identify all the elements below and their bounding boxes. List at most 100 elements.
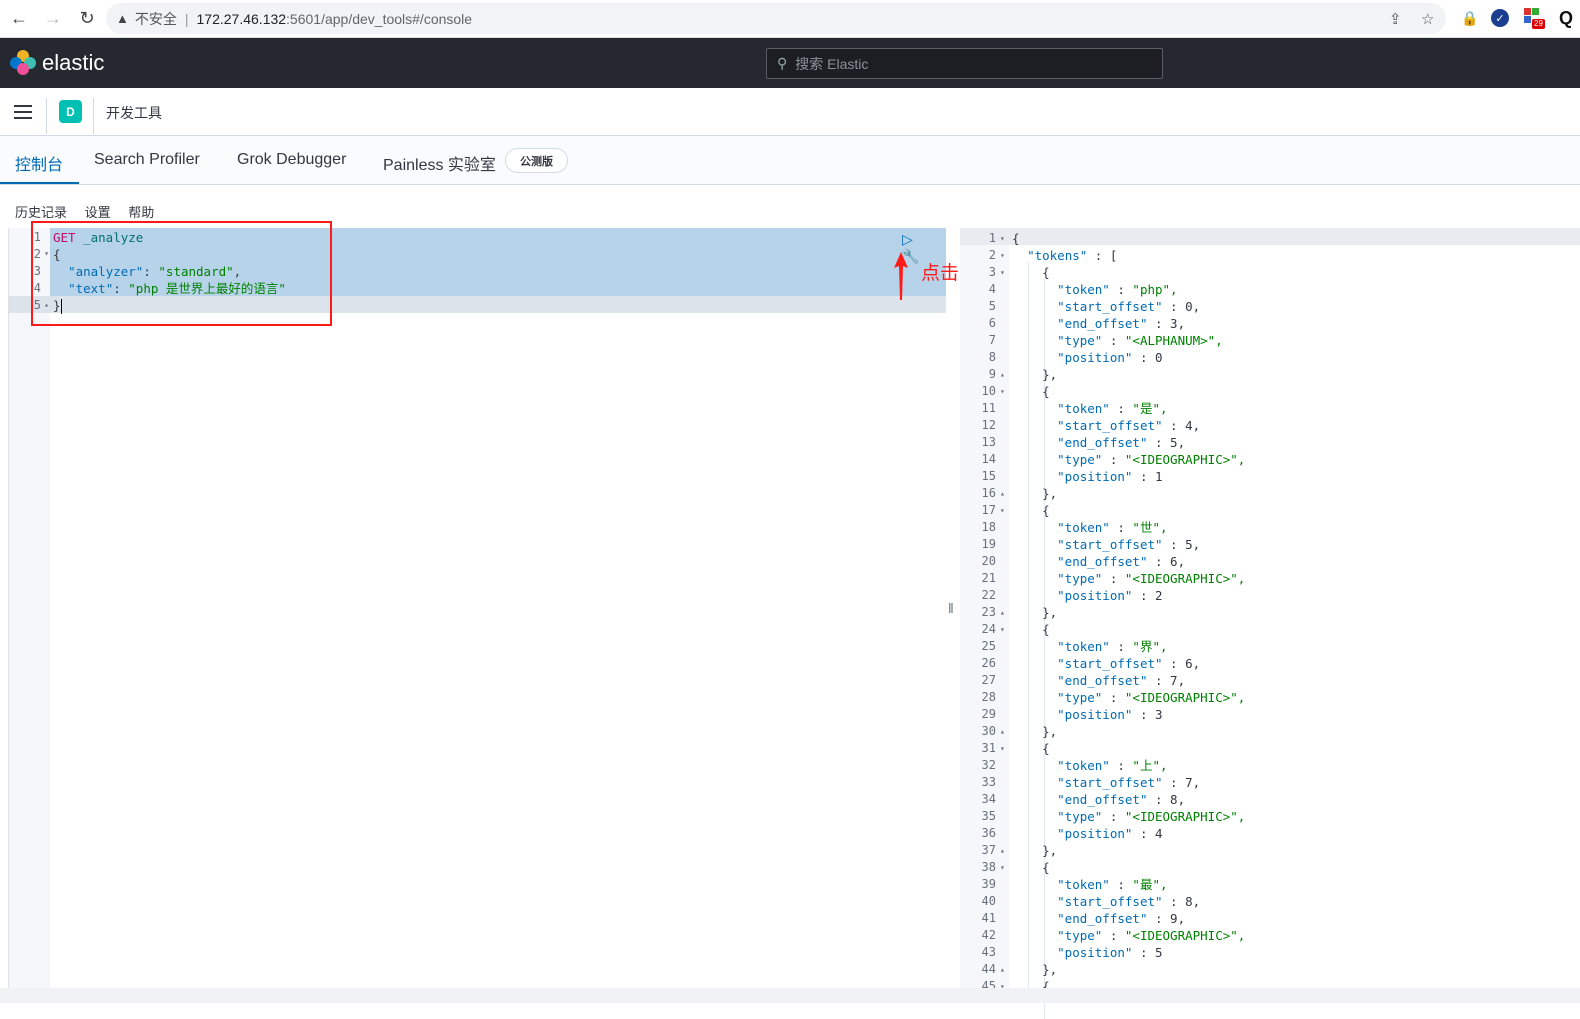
response-output: 1 ▾ {2▾ "tokens" : [3 ▾ {4 "token" : "php",…: [960, 228, 1580, 1019]
response-line: 8 "position" : 0: [960, 349, 1580, 366]
line-number: 3: [988, 265, 996, 279]
tab-painless-lab[interactable]: Painless 实验室: [383, 157, 496, 174]
extension-badge: 29: [1532, 19, 1545, 29]
line-number: 2: [988, 248, 996, 262]
tab-grok-debugger[interactable]: Grok Debugger: [237, 151, 347, 168]
response-code: },: [1012, 962, 1058, 977]
help-link[interactable]: 帮助: [128, 205, 155, 220]
response-code: "start_offset" : 5,: [1057, 537, 1201, 552]
response-line: 2▾ "tokens" : [: [960, 247, 1580, 264]
response-line: 13 "end_offset" : 5,: [960, 434, 1580, 451]
brand-name[interactable]: elastic: [42, 50, 105, 75]
annotation-arrow-icon: [894, 252, 908, 300]
back-icon[interactable]: ←: [10, 8, 28, 28]
line-number: 12: [981, 418, 996, 432]
elastic-header: elastic ⚲ 搜索 Elastic: [0, 38, 1580, 88]
security-label: 不安全: [134, 10, 177, 27]
line-number: 29: [981, 707, 996, 721]
response-line: 38▾ {: [960, 859, 1580, 876]
line-number: 19: [981, 537, 996, 551]
line-number: 33: [981, 775, 996, 789]
wrench-icon[interactable]: 🔧: [902, 248, 920, 264]
response-line: 37▴ },: [960, 842, 1580, 859]
url-separator: |: [184, 10, 189, 27]
forward-icon[interactable]: →: [44, 8, 62, 28]
http-method: GET: [53, 230, 76, 245]
grid-extension-icon[interactable]: 29: [1524, 8, 1545, 29]
extension-more-icon[interactable]: Q: [1558, 7, 1573, 28]
history-link[interactable]: 历史记录: [15, 205, 68, 220]
hamburger-menu-icon[interactable]: [14, 105, 32, 119]
reload-icon[interactable]: ↻: [79, 8, 95, 28]
response-line: 44▴ },: [960, 961, 1580, 978]
space-avatar[interactable]: D: [59, 100, 82, 123]
response-line: 39 "token" : "最",: [960, 876, 1580, 893]
request-line: GET _analyze: [53, 229, 143, 246]
check-extension-icon[interactable]: ✓: [1491, 9, 1509, 27]
line-number: 22: [981, 588, 996, 602]
line-number: 30: [981, 724, 996, 738]
response-code: "type" : "<IDEOGRAPHIC>",: [1057, 452, 1246, 467]
response-code: "start_offset" : 6,: [1057, 656, 1201, 671]
request-editor[interactable]: 1 2▾ 3 4 5▴ GET _analyze { "analyzer": "…: [8, 228, 946, 988]
response-code: "end_offset" : 3,: [1057, 316, 1186, 331]
breadcrumb-title: 开发工具: [106, 105, 162, 121]
line-number: 38: [981, 860, 996, 874]
response-line: 20 "end_offset" : 6,: [960, 553, 1580, 570]
response-code: },: [1012, 724, 1058, 739]
response-line: 18 "token" : "世",: [960, 519, 1580, 536]
response-code: "token" : "php",: [1057, 282, 1178, 297]
bookmark-star-icon[interactable]: ☆: [1421, 10, 1435, 28]
line-number: 7: [988, 333, 996, 347]
response-line: 9▴ },: [960, 366, 1580, 383]
tab-console[interactable]: 控制台: [15, 157, 64, 174]
line-number: 1: [988, 231, 996, 245]
settings-link[interactable]: 设置: [84, 205, 111, 220]
play-icon[interactable]: ▷: [902, 231, 913, 247]
response-line: 43 "position" : 5: [960, 944, 1580, 961]
response-line: 21 "type" : "<IDEOGRAPHIC>",: [960, 570, 1580, 587]
fold-icon: ▾: [1000, 506, 1005, 515]
response-code: "tokens" : [: [1027, 248, 1118, 263]
page-bottom: [0, 988, 1580, 1003]
tab-search-profiler[interactable]: Search Profiler: [94, 151, 200, 168]
lock-extension-icon[interactable]: 🔒: [1461, 9, 1479, 26]
address-bar[interactable]: ▲ 不安全 | 172.27.46.132:5601/app/dev_tools…: [106, 3, 1446, 34]
response-code: },: [1012, 843, 1058, 858]
line-number: 24: [981, 622, 996, 636]
response-code: "position" : 2: [1057, 588, 1163, 603]
response-code: {: [1012, 503, 1050, 518]
response-code: "token" : "世",: [1057, 520, 1168, 535]
response-code: "token" : "最",: [1057, 877, 1168, 892]
line-number: 5▴: [33, 298, 49, 312]
fold-icon: ▴: [1000, 370, 1005, 379]
line-number: 10: [981, 384, 996, 398]
response-code: {: [1012, 384, 1050, 399]
line-number: 36: [981, 826, 996, 840]
response-code: "end_offset" : 7,: [1057, 673, 1186, 688]
fold-icon: ▾: [1000, 625, 1005, 634]
response-line: 17▾ {: [960, 502, 1580, 519]
share-icon[interactable]: ⇪: [1389, 10, 1402, 28]
pane-resizer-icon[interactable]: ‖: [948, 600, 954, 616]
search-placeholder: 搜索 Elastic: [795, 55, 869, 72]
response-line: 31▾ {: [960, 740, 1580, 757]
output-gutter: [960, 228, 1009, 988]
code-line: {: [53, 247, 61, 262]
elastic-logo-icon[interactable]: [10, 50, 36, 76]
response-code: {: [1012, 265, 1050, 280]
line-number: 9: [988, 367, 996, 381]
response-code: "position" : 5: [1057, 945, 1163, 960]
response-line: 40 "start_offset" : 8,: [960, 893, 1580, 910]
line-number: 13: [981, 435, 996, 449]
global-search-input[interactable]: ⚲ 搜索 Elastic: [766, 48, 1163, 79]
line-number: 25: [981, 639, 996, 653]
response-code: {: [1012, 860, 1050, 875]
response-line: 6 "end_offset" : 3,: [960, 315, 1580, 332]
response-code: "position" : 3: [1057, 707, 1163, 722]
response-code: {: [1012, 231, 1020, 246]
response-code: },: [1012, 605, 1058, 620]
response-line: 36 "position" : 4: [960, 825, 1580, 842]
response-line: 4 "token" : "php",: [960, 281, 1580, 298]
response-line: 16▴ },: [960, 485, 1580, 502]
